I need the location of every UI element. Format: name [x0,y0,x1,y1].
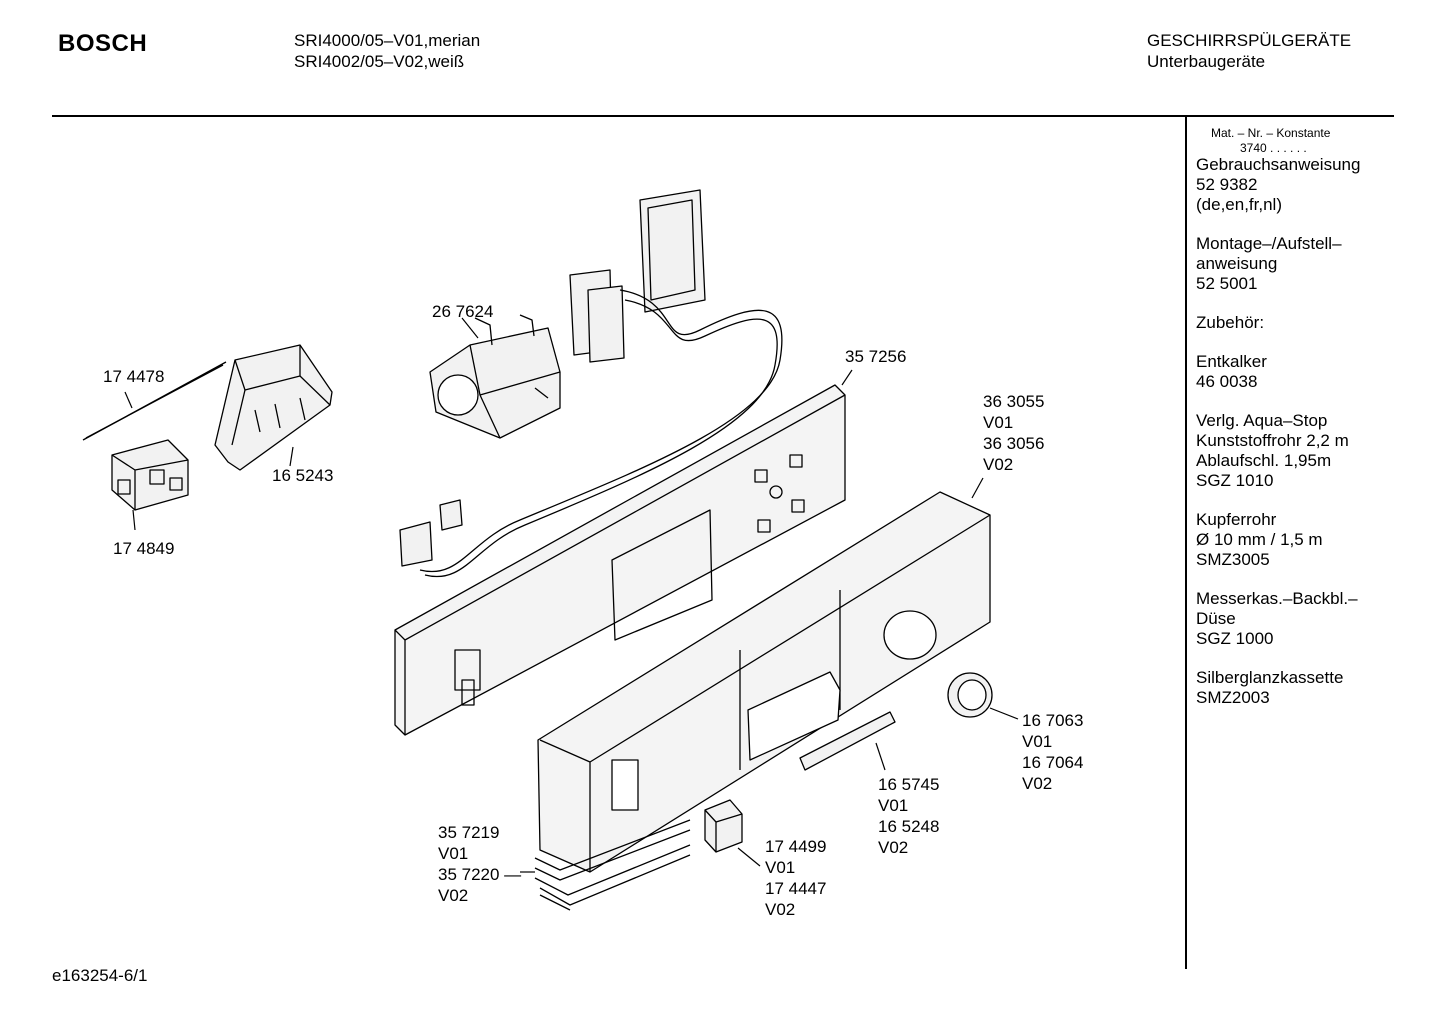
sidebar-line: Düse [1196,609,1236,628]
sidebar-line: anweisung [1196,254,1278,273]
sidebar-line: SMZ3005 [1196,550,1270,569]
trim-strips [534,819,691,911]
part-number: 35 7220 — [438,865,522,884]
drawing-code: e163254-6/1 [52,966,148,985]
part-number: 17 4447 [765,879,827,898]
part-number: 16 7063 [1022,711,1084,730]
category-block: GESCHIRRSPÜLGERÄTE Unterbaugeräte [1147,30,1351,72]
sidebar-line: 52 5001 [1196,274,1258,293]
sidebar-line: Messerkas.–Backbl.– [1196,589,1358,608]
holder-bracket [82,344,333,471]
part-variant: V02 [983,455,1014,474]
part-label-363055: 36 3055 V01 36 3056 V02 [983,391,1044,475]
sidebar-line: (de,en,fr,nl) [1196,195,1282,214]
part-number: 16 7064 [1022,753,1084,772]
timer-unit [429,314,561,439]
sidebar-line: Kunststoffrohr 2,2 m [1196,431,1349,450]
part-label-174478: 17 4478 [103,367,165,386]
part-number: 36 3055 [983,392,1045,411]
part-variant: V01 [438,844,469,863]
indicator-strip [799,711,896,771]
mat-nr-label: Mat. – Nr. – Konstante [1211,126,1331,140]
sidebar-line: SMZ2003 [1196,688,1270,707]
part-variant: V02 [438,886,469,905]
part-variant: V02 [765,900,796,919]
part-variant: V01 [765,858,796,877]
part-number: 16 5248 [878,817,940,836]
part-label-165243: 16 5243 [272,466,334,485]
sidebar-line: Silberglanzkassette [1196,668,1344,687]
part-variant: V01 [878,796,909,815]
part-variant: V01 [1022,732,1053,751]
category-title: GESCHIRRSPÜLGERÄTE [1147,31,1352,50]
switch-part [111,439,189,511]
button-part [704,799,743,853]
sidebar-line: 46 0038 [1196,372,1258,391]
part-number: 16 5745 [878,775,940,794]
category-subtitle: Unterbaugeräte [1147,52,1266,71]
sidebar-line: Montage–/Aufstell– [1196,234,1342,253]
panel-carrier [394,384,846,736]
sidebar-line: Zubehör: [1196,313,1265,332]
part-label-174499: 17 4499 V01 17 4447 V02 [765,836,826,920]
knob-part [947,672,993,718]
sidebar-line: SGZ 1000 [1196,629,1274,648]
part-label-165745: 16 5745 V01 16 5248 V02 [878,774,939,858]
wiring-harness [399,189,783,578]
sidebar-line: Entkalker [1196,352,1267,371]
header-divider [52,115,1394,117]
sidebar-line: Verlg. Aqua–Stop [1196,411,1328,430]
sidebar-line: 52 9382 [1196,175,1258,194]
part-label-357256: 35 7256 [845,347,907,366]
part-variant: V01 [983,413,1014,432]
part-number: 35 7219 [438,823,500,842]
model-line: SRI4002/05–V02,weiß [294,52,465,71]
leader-lines [124,317,1019,873]
sidebar-line: SGZ 1010 [1196,471,1274,490]
part-label-167063: 16 7063 V01 16 7064 V02 [1022,710,1083,794]
brand-logo: BOSCH [58,30,148,57]
mat-nr-value: 3740 . . . . . . [1240,141,1307,155]
part-label-267624: 26 7624 [432,302,494,321]
sidebar-line: Ablaufschl. 1,95m [1196,451,1332,470]
part-variant: V02 [878,838,909,857]
sidebar-line: Gebrauchsanweisung [1196,155,1361,174]
front-panel [537,491,991,873]
part-label-174849: 17 4849 [113,539,175,558]
sidebar-line: Ø 10 mm / 1,5 m [1196,530,1323,549]
model-list: SRI4000/05–V01,merian SRI4002/05–V02,wei… [294,30,480,72]
model-line: SRI4000/05–V01,merian [294,31,481,50]
part-label-357219: 35 7219 V01 35 7220 — V02 [438,822,521,906]
sidebar-section: Zubehör: [1196,313,1396,333]
part-number: 17 4499 [765,837,827,856]
sidebar: Mat. – Nr. – Konstante 3740 . . . . . . … [1196,126,1396,708]
part-number: 36 3056 [983,434,1045,453]
sidebar-line: Kupferrohr [1196,510,1277,529]
part-variant: V02 [1022,774,1053,793]
sidebar-divider [1185,117,1187,969]
